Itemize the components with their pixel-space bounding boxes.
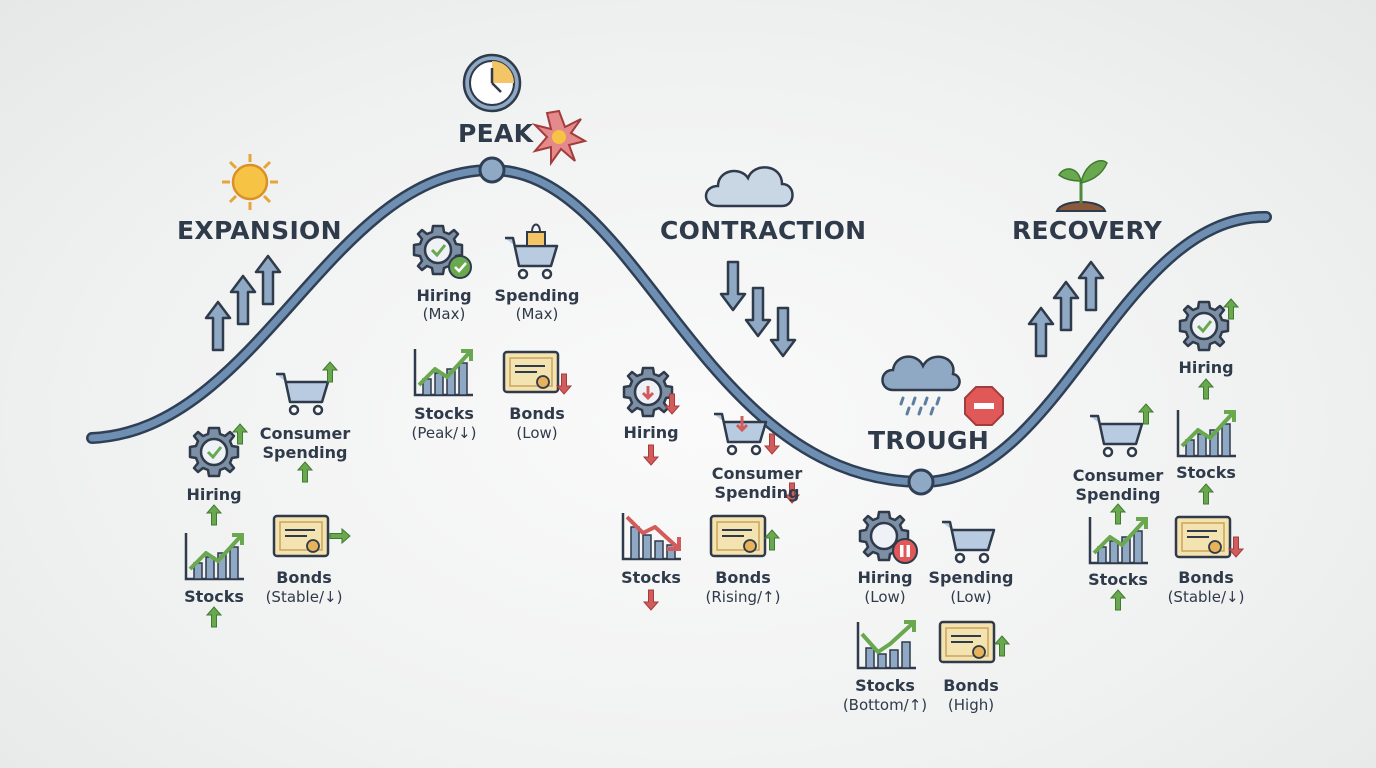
up-arrow-icon: [1110, 589, 1126, 611]
recovery-hiring-label: Hiring: [1178, 358, 1234, 377]
peak-gear-icon: [412, 224, 464, 276]
phase-title-expansion: EXPANSION: [177, 216, 342, 245]
contraction-stocks-label: Stocks: [621, 568, 681, 587]
trough-bonds-label: Bonds: [943, 676, 999, 695]
rain-cloud-icon: [881, 355, 961, 416]
expansion-bonds-label: Bonds: [276, 568, 332, 587]
down-arrow-icon: [764, 433, 780, 455]
contraction-stocks-chart-icon: [621, 511, 683, 561]
peak-stocks-label: Stocks: [414, 404, 474, 423]
up-arrow-icon: [1138, 403, 1154, 425]
peak-stocks-status: (Peak/↓): [411, 424, 477, 442]
down-arrow-icon: [643, 444, 659, 466]
pause-badge-icon: [892, 538, 918, 564]
contraction-cart-icon: [712, 412, 768, 456]
peak-node: [478, 156, 506, 184]
recovery-consumer-spending-label: Consumer Spending: [1072, 466, 1164, 504]
trough-stocks-chart-icon: [856, 620, 916, 670]
sun-icon: [222, 154, 278, 210]
expansion-cart-icon: [274, 372, 330, 416]
expansion-stocks-label: Stocks: [184, 587, 244, 606]
sprout-icon: [1055, 160, 1108, 212]
contraction-consumer-spending-label: Consumer Spending: [711, 464, 803, 502]
trough-bonds-status: (High): [947, 696, 995, 714]
clock-icon: [462, 53, 522, 113]
recovery-stocks-label: Stocks: [1088, 570, 1148, 589]
trough-hiring-label: Hiring: [857, 568, 913, 587]
up-arrow-icon: [764, 529, 780, 551]
up-arrow-icon: [994, 635, 1010, 657]
recovery-stocks-top-label: Stocks: [1176, 463, 1236, 482]
starburst-icon: [531, 109, 588, 167]
up-arrow-icon: [322, 361, 338, 383]
up-arrow-icon: [1223, 298, 1239, 320]
up-arrow-icon: [206, 606, 222, 628]
trough-stocks-status: (Bottom/↑): [842, 696, 928, 714]
trough-node: [907, 468, 935, 496]
contraction-hiring-label: Hiring: [623, 423, 679, 442]
peak-bonds-certificate-icon: [502, 350, 560, 394]
peak-stocks-chart-icon: [413, 347, 475, 397]
recovery-stocks-top-chart-icon: [1176, 408, 1238, 458]
expansion-bonds-status: (Stable/↓): [265, 588, 343, 606]
peak-spending-status: (Max): [515, 305, 559, 323]
expansion-stocks-chart-icon: [184, 531, 246, 581]
contraction-falling-arrows-icon: [719, 260, 797, 358]
recovery-bonds-certificate-icon: [1174, 515, 1232, 559]
recovery-cart-icon: [1088, 414, 1144, 458]
recovery-gear-icon: [1178, 300, 1230, 352]
trough-stocks-label: Stocks: [855, 676, 915, 695]
phase-title-trough: TROUGH: [868, 426, 990, 455]
recovery-bonds-label: Bonds: [1178, 568, 1234, 587]
cloud-icon: [704, 166, 794, 208]
check-badge-icon: [447, 254, 473, 280]
trough-cart-icon: [940, 520, 996, 564]
contraction-bonds-certificate-icon: [709, 514, 767, 558]
up-arrow-icon: [1110, 503, 1126, 525]
trough-spending-label: Spending: [928, 568, 1014, 587]
contraction-gear-icon: [622, 366, 674, 418]
stop-sign-icon: [964, 386, 1004, 426]
right-arrow-icon: [329, 528, 351, 544]
up-arrow-icon: [1198, 378, 1214, 400]
trough-bonds-certificate-icon: [938, 620, 996, 664]
down-arrow-icon: [643, 589, 659, 611]
up-arrow-icon: [297, 461, 313, 483]
peak-bonds-status: (Low): [516, 424, 558, 442]
peak-hiring-label: Hiring: [416, 286, 472, 305]
peak-shopping-cart-icon: [503, 223, 559, 280]
peak-bonds-label: Bonds: [509, 404, 565, 423]
trough-spending-status: (Low): [950, 588, 992, 606]
expansion-gear-icon: [188, 426, 240, 478]
peak-hiring-status: (Max): [422, 305, 466, 323]
peak-spending-label: Spending: [494, 286, 580, 305]
expansion-bonds-certificate-icon: [272, 514, 330, 558]
expansion-hiring-label: Hiring: [186, 485, 242, 504]
contraction-bonds-label: Bonds: [715, 568, 771, 587]
recovery-bonds-status: (Stable/↓): [1167, 588, 1245, 606]
phase-title-contraction: CONTRACTION: [660, 216, 867, 245]
phase-title-peak: PEAK: [458, 119, 534, 148]
phase-title-recovery: RECOVERY: [1012, 216, 1163, 245]
expansion-consumer-spending-label: Consumer Spending: [259, 424, 351, 462]
contraction-bonds-status: (Rising/↑): [705, 588, 781, 606]
up-arrow-icon: [206, 504, 222, 526]
trough-hiring-status: (Low): [864, 588, 906, 606]
up-arrow-icon: [1198, 483, 1214, 505]
